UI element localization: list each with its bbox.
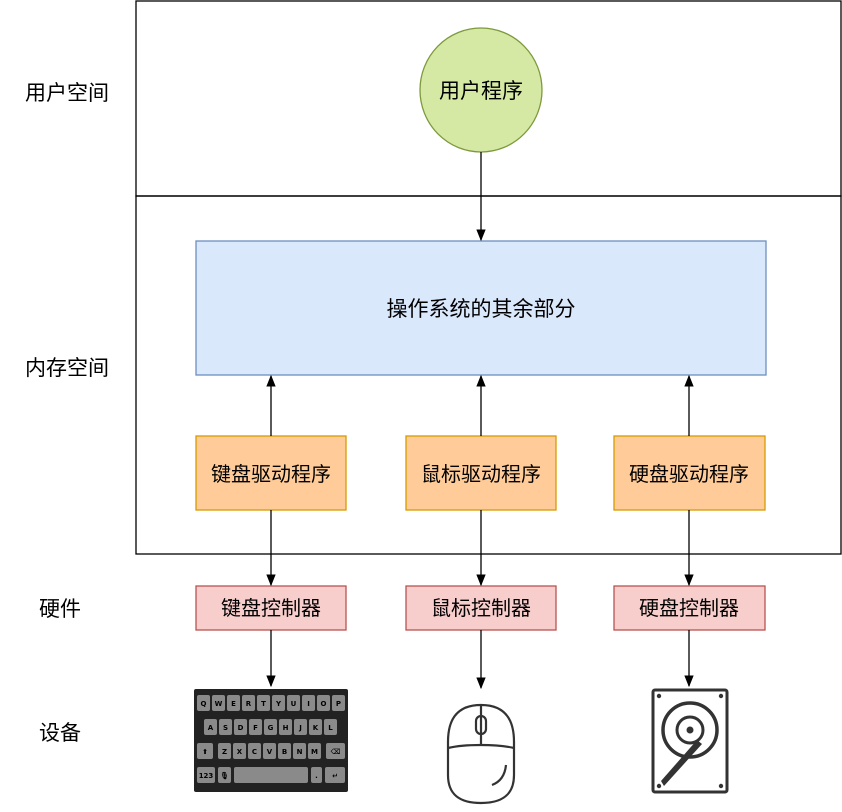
keyboard-key-label: E xyxy=(231,700,236,708)
keyboard-key-label: A xyxy=(208,724,214,732)
controller-disk: 硬盘控制器 xyxy=(613,585,766,631)
keyboard-key xyxy=(257,695,270,711)
driver-mouse: 鼠标驱动程序 xyxy=(405,435,557,511)
controller-label: 硬盘控制器 xyxy=(639,596,739,620)
keyboard-key xyxy=(249,719,262,735)
keyboard-key xyxy=(197,695,210,711)
controller-label: 键盘控制器 xyxy=(221,596,321,620)
keyboard-key-label: . xyxy=(315,772,318,780)
keyboard-key-label: I xyxy=(307,700,310,708)
keyboard-key-label: G xyxy=(268,724,274,732)
keyboard-key-label: F xyxy=(253,724,258,732)
keyboard-key xyxy=(197,743,213,759)
driver-label: 硬盘驱动程序 xyxy=(629,462,749,486)
keyboard-key xyxy=(332,695,345,711)
zone-label-user-space: 用户空间 xyxy=(25,81,109,105)
keyboard-key-label: L xyxy=(328,724,333,732)
zone-label-memory-space: 内存空间 xyxy=(25,356,109,380)
keyboard-key-label: Z xyxy=(222,748,227,756)
keyboard-key xyxy=(227,695,240,711)
keyboard-key xyxy=(302,695,315,711)
keyboard-key-label: V xyxy=(267,748,273,756)
keyboard-key xyxy=(242,695,255,711)
keyboard-key-label: ↵ xyxy=(332,772,338,780)
keyboard-key-label: O xyxy=(321,700,327,708)
keyboard-key-label: W xyxy=(215,700,223,708)
zone-label-hardware: 硬件 xyxy=(39,597,81,621)
keyboard-key xyxy=(212,695,225,711)
keyboard-key xyxy=(287,695,300,711)
hard-disk-icon xyxy=(651,688,729,794)
keyboard-key-label: K xyxy=(313,724,319,732)
keyboard-key-label: 123 xyxy=(199,772,214,780)
keyboard-key xyxy=(311,767,322,783)
mouse-icon xyxy=(446,703,516,805)
keyboard-key xyxy=(218,767,231,783)
keyboard-key xyxy=(279,719,292,735)
keyboard-key-label: D xyxy=(238,724,244,732)
driver-disk: 硬盘驱动程序 xyxy=(613,435,766,511)
keyboard-key xyxy=(308,743,321,759)
os-rest-label: 操作系统的其余部分 xyxy=(387,297,576,321)
keyboard-key xyxy=(324,719,337,735)
keyboard-key xyxy=(278,743,291,759)
keyboard-key xyxy=(293,743,306,759)
driver-keyboard: 键盘驱动程序 xyxy=(195,435,347,511)
keyboard-key-label: C xyxy=(252,748,257,756)
user-program-node: 用户程序 xyxy=(419,27,543,153)
keyboard-key xyxy=(264,719,277,735)
driver-box xyxy=(405,435,557,511)
controller-keyboard: 键盘控制器 xyxy=(195,585,347,631)
keyboard-key xyxy=(317,695,330,711)
keyboard-key xyxy=(218,743,231,759)
keyboard-key-label: B xyxy=(282,748,287,756)
keyboard-key xyxy=(263,743,276,759)
keyboard-key-label: ⬆ xyxy=(202,748,208,756)
driver-label: 键盘驱动程序 xyxy=(211,462,331,486)
keyboard-key-label: S xyxy=(223,724,228,732)
keyboard-key-label: Q xyxy=(201,700,207,708)
keyboard-key xyxy=(234,767,308,783)
keyboard-key-label: X xyxy=(237,748,243,756)
keyboard-key xyxy=(219,719,232,735)
keyboard-key xyxy=(326,743,345,759)
keyboard-key-label: N xyxy=(297,748,303,756)
os-rest-node: 操作系统的其余部分 xyxy=(195,240,767,376)
keyboard-key xyxy=(325,767,345,783)
keyboard-key-label: U xyxy=(291,700,297,708)
user-program-label: 用户程序 xyxy=(439,79,523,103)
keyboard-key-label: 🎙 xyxy=(220,771,229,780)
keyboard-key xyxy=(204,719,217,735)
arrows xyxy=(266,152,694,690)
keyboard-key-label: M xyxy=(311,748,318,756)
controller-mouse: 鼠标控制器 xyxy=(405,585,557,631)
keyboard-key-label: H xyxy=(283,724,289,732)
keyboard-key-label: T xyxy=(261,700,266,708)
keyboard-key-label: Y xyxy=(275,700,282,708)
memory-space-zone xyxy=(135,195,842,555)
keyboard-key xyxy=(309,719,322,735)
zone-label-devices: 设备 xyxy=(39,721,81,745)
controller-box xyxy=(195,585,347,631)
controller-label: 鼠标控制器 xyxy=(431,596,531,620)
keyboard-key xyxy=(234,719,247,735)
controller-box xyxy=(405,585,557,631)
keyboard-key xyxy=(272,695,285,711)
keyboard-key xyxy=(294,719,307,735)
keyboard-key-label: P xyxy=(336,700,341,708)
keyboard-key xyxy=(197,767,215,783)
keyboard-key-label: J xyxy=(298,724,302,732)
keyboard-key-label: R xyxy=(246,700,252,708)
keyboard-key xyxy=(248,743,261,759)
controller-box xyxy=(613,585,766,631)
keyboard-key xyxy=(233,743,246,759)
keyboard-key-label: ⌫ xyxy=(331,748,341,756)
os-rest-box xyxy=(195,240,767,376)
driver-label: 鼠标驱动程序 xyxy=(421,462,541,486)
